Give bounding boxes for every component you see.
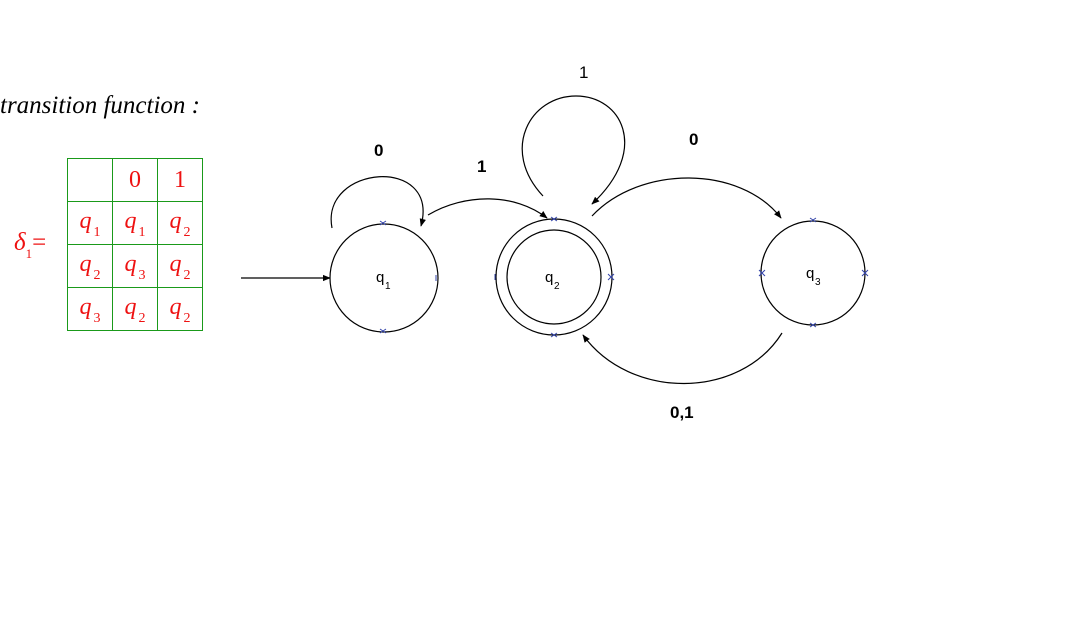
transition-q2-q2: [521, 95, 626, 205]
transition-label-q1-q1: 0: [374, 141, 383, 160]
delta-symbol: δ: [14, 229, 26, 256]
state-q2-outer-circle: [495, 218, 613, 336]
state-q1-label: q: [376, 269, 384, 286]
state-q2-inner-circle: [506, 229, 602, 325]
connection-markers: [379, 216, 869, 338]
transition-q1-q2: [427, 198, 548, 219]
state-q1: q 1: [329, 223, 439, 333]
transition-q1-q1: [330, 176, 426, 229]
delta-label: δ1=: [14, 229, 47, 261]
state-q3: q 3: [760, 220, 866, 326]
transition-label-q2-q2: 1: [579, 63, 588, 82]
transition-label-q3-q2: 0,1: [670, 403, 694, 422]
state-q1-sub: 1: [385, 281, 391, 292]
delta-equals: =: [32, 229, 47, 256]
delta-subscript: 1: [25, 246, 33, 261]
transition-q2-q3: [591, 177, 782, 219]
state-q3-label: q: [806, 265, 814, 282]
state-q2-sub: 2: [554, 281, 560, 292]
transition-q3-q2: [582, 332, 783, 384]
transition-function-heading: transition function :: [0, 92, 200, 119]
state-q2-label: q: [545, 269, 553, 286]
state-q3-sub: 3: [815, 277, 821, 288]
table-header-row: 0 1: [67, 158, 203, 202]
state-q2: q 2: [495, 218, 613, 336]
transition-label-q1-q2: 1: [477, 157, 486, 176]
transition-label-q2-q3: 0: [689, 130, 698, 149]
